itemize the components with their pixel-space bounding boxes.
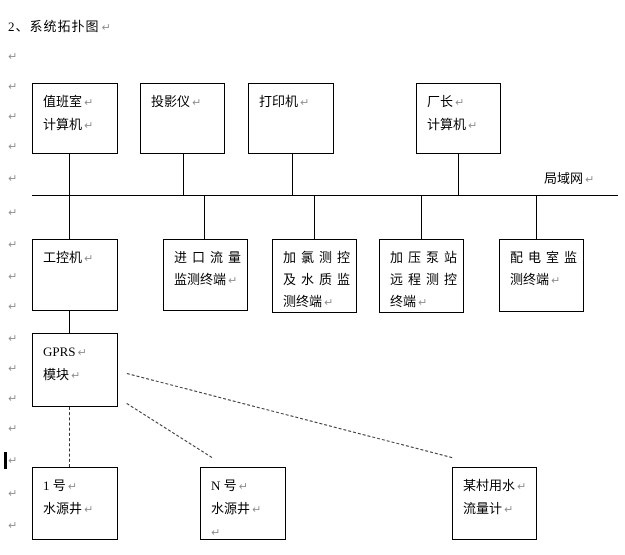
- node-well-n: N 号↵ 水源井↵ ↵: [200, 467, 286, 540]
- node-label: 打印机: [259, 94, 299, 109]
- paragraph-mark-icon: ↵: [8, 487, 18, 500]
- paragraph-mark-icon: ↵: [8, 206, 18, 219]
- node-label: 计算机: [427, 117, 467, 132]
- paragraph-mark-icon: ↵: [211, 526, 221, 539]
- node-chlorination-terminal: 加氯测控 及水质监 测终端↵: [272, 239, 357, 313]
- connector-lan-inlet: [204, 196, 205, 239]
- paragraph-mark-icon: ↵: [324, 296, 334, 309]
- node-label: 值班室: [43, 94, 83, 109]
- paragraph-mark-icon: ↵: [8, 140, 18, 153]
- connector-duty-lan: [69, 154, 70, 195]
- node-label: GPRS: [43, 344, 76, 359]
- paragraph-mark-icon: ↵: [84, 119, 94, 132]
- lan-label: 局域网↵: [544, 168, 594, 187]
- connector-ipc-gprs: [69, 311, 70, 333]
- node-industrial-pc: 工控机↵: [32, 239, 118, 311]
- wireless-link-gprs-well1: [69, 407, 70, 467]
- node-director-computer: 厂长↵ 计算机↵: [416, 83, 501, 154]
- paragraph-mark-icon: ↵: [8, 392, 18, 405]
- connector-director-lan: [458, 154, 459, 195]
- paragraph-mark-icon: ↵: [84, 252, 94, 265]
- paragraph-mark-icon: ↵: [585, 173, 595, 186]
- node-label: 1 号: [43, 478, 66, 493]
- node-power-room-terminal: 配电室监 测终端↵: [499, 239, 584, 312]
- node-pump-station-terminal: 加压泵站 远程测控 终端↵: [379, 239, 464, 313]
- paragraph-mark-icon: ↵: [8, 422, 18, 435]
- paragraph-mark-icon: ↵: [77, 346, 87, 359]
- wireless-link-gprs-village-meter: [126, 373, 453, 459]
- paragraph-mark-icon: ↵: [504, 503, 514, 516]
- paragraph-mark-icon: ↵: [192, 96, 202, 109]
- paragraph-mark-icon: ↵: [8, 50, 18, 63]
- lan-bus-line: [32, 195, 618, 196]
- paragraph-mark-icon: ↵: [238, 480, 248, 493]
- paragraph-mark-icon: ↵: [468, 119, 478, 132]
- node-well-1: 1 号↵ 水源井↵: [32, 467, 118, 540]
- paragraph-mark-icon: ↵: [517, 480, 527, 493]
- node-label: N 号: [211, 478, 237, 493]
- paragraph-mark-icon: ↵: [8, 519, 18, 532]
- paragraph-mark-icon: ↵: [8, 270, 18, 283]
- paragraph-mark-icon: ↵: [8, 172, 18, 185]
- node-label: 加氯测控: [283, 250, 356, 265]
- wireless-link-gprs-welln: [126, 403, 213, 458]
- node-village-flow-meter: 某村用水↵ 流量计↵: [452, 467, 537, 540]
- node-inlet-flow-terminal: 进口流量 监测终端↵: [163, 239, 248, 311]
- node-gprs-module: GPRS↵ 模块↵: [32, 333, 118, 407]
- page-title: 2、系统拓扑图↵: [8, 16, 112, 35]
- connector-lan-ipc: [69, 196, 70, 239]
- paragraph-mark-icon: ↵: [8, 110, 18, 123]
- node-label: 远程测控: [390, 272, 463, 287]
- connector-projector-lan: [183, 154, 184, 195]
- node-label: 及水质监: [283, 272, 356, 287]
- page-title-text: 2、系统拓扑图: [8, 19, 100, 34]
- node-label: 监测终端: [174, 272, 227, 287]
- node-label: 进口流量: [174, 250, 247, 265]
- connector-lan-pump: [421, 196, 422, 239]
- node-projector: 投影仪↵: [140, 83, 225, 154]
- node-duty-computer: 值班室↵ 计算机↵: [32, 83, 118, 154]
- paragraph-mark-icon: ↵: [8, 80, 18, 93]
- connector-printer-lan: [292, 154, 293, 195]
- connector-lan-power: [536, 196, 537, 239]
- paragraph-mark-icon: ↵: [71, 369, 81, 382]
- paragraph-mark-icon: ↵: [8, 362, 18, 375]
- paragraph-mark-icon: ↵: [455, 96, 465, 109]
- node-label: 水源井: [211, 501, 251, 516]
- paragraph-mark-icon: ↵: [8, 238, 18, 251]
- paragraph-mark-icon: ↵: [67, 480, 77, 493]
- node-label: 测终端: [510, 272, 550, 287]
- node-label: 流量计: [463, 501, 503, 516]
- paragraph-mark-icon: ↵: [8, 332, 18, 345]
- paragraph-mark-icon: ↵: [252, 503, 262, 516]
- paragraph-mark-icon: ↵: [8, 300, 18, 313]
- paragraph-mark-icon: ↵: [8, 454, 18, 467]
- text-cursor[interactable]: [4, 452, 7, 469]
- node-label: 配电室监: [510, 250, 583, 265]
- node-label: 水源井: [43, 501, 83, 516]
- paragraph-mark-icon: ↵: [551, 274, 561, 287]
- node-label: 厂长: [427, 94, 454, 109]
- node-label: 计算机: [43, 117, 83, 132]
- node-label: 加压泵站: [390, 250, 463, 265]
- paragraph-mark-icon: ↵: [418, 296, 428, 309]
- node-label: 测终端: [283, 294, 323, 309]
- paragraph-mark-icon: ↵: [228, 274, 238, 287]
- paragraph-mark-icon: ↵: [101, 21, 112, 34]
- node-label: 工控机: [43, 250, 83, 265]
- node-label: 模块: [43, 367, 70, 382]
- paragraph-mark-icon: ↵: [300, 96, 310, 109]
- paragraph-mark-icon: ↵: [84, 503, 94, 516]
- connector-lan-chlorination: [314, 196, 315, 239]
- paragraph-mark-icon: ↵: [84, 96, 94, 109]
- node-label: 投影仪: [151, 94, 191, 109]
- lan-label-text: 局域网: [544, 171, 584, 186]
- node-label: 终端: [390, 294, 417, 309]
- node-label: 某村用水: [463, 478, 516, 493]
- node-printer: 打印机↵: [248, 83, 334, 154]
